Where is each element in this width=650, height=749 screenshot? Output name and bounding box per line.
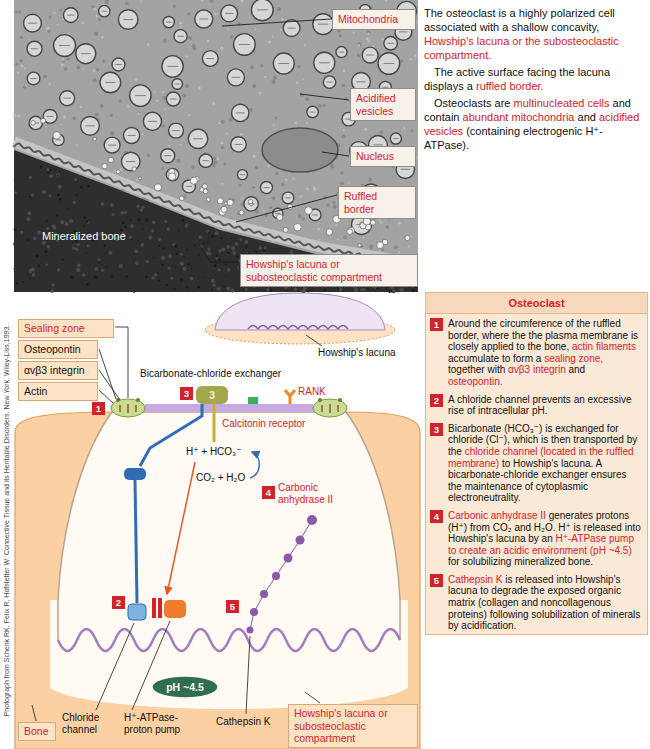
callout-number: 3: [430, 423, 443, 436]
description-run: abundant mitochondria: [463, 111, 575, 123]
molecule-label: Bicarbonate-chloride exchanger: [140, 368, 281, 380]
list-item: 1 Around the circumference of the ruffled…: [426, 314, 647, 390]
compartment-label: Howship's lacuna: [318, 347, 396, 359]
node-text: Ruffled border: [344, 190, 410, 215]
explanation-text: actin filaments: [572, 341, 636, 352]
explanation-text: accumulate to form a: [448, 353, 541, 364]
item-body: Cathepsin K is released into Howship's l…: [448, 574, 641, 632]
item-body: Bicarbonate (HCO₃⁻) is exchanged for chl…: [448, 423, 641, 504]
list-item: 5 Cathepsin K is released into Howship's …: [426, 570, 647, 634]
structure-label: Ruffled border: [338, 186, 416, 219]
explanation-text: sealing zone,: [544, 353, 603, 364]
node-text: Osteopontin: [24, 343, 92, 356]
callout-number: 1: [430, 318, 443, 331]
chemical-formula: H⁺ + HCO₃⁻: [186, 446, 241, 458]
tissue-label: Mineralized bone: [42, 230, 126, 243]
node-text: αvβ3 integrin: [24, 364, 92, 377]
node-text: Actin: [24, 385, 92, 398]
chemical-formula: CO₂ + H₂O: [196, 472, 245, 484]
cell-inset: [205, 293, 395, 346]
description-run: Osteoclasts are: [434, 97, 510, 109]
paragraph: Osteoclasts are multinucleated cells and…: [424, 96, 646, 152]
molecule-label: αvβ3 integrin: [18, 361, 98, 380]
description-run: The osteoclast is a highly polarized cel…: [424, 7, 615, 33]
molecule-label: Osteopontin: [18, 340, 98, 359]
callout-number: 3: [180, 387, 193, 400]
compartment-label: Howship's lacuna or subosteoclastic comp…: [288, 704, 418, 748]
item-body: Carbonic anhydrase II generates protons …: [448, 510, 641, 568]
explanation-text: for solubilizing mineralized bone.: [448, 556, 593, 567]
tissue-label: Bone: [18, 722, 56, 741]
node-text: Howship's lacuna or subosteoclastic comp…: [294, 707, 412, 745]
callout-number: 4: [262, 486, 275, 499]
electron-micrograph: [13, 0, 418, 293]
callout-number: 2: [112, 596, 125, 609]
panel-heading: Osteoclast: [508, 297, 564, 309]
explanation-text: αvβ3 integrin: [508, 364, 566, 375]
explanation-text: Carbonic anhydrase II: [448, 510, 546, 521]
node-text: Nucleus: [356, 150, 410, 163]
paragraph: The active surface facing the lacuna dis…: [424, 65, 646, 93]
receptor-label: RANK: [298, 386, 326, 398]
explanation-text: Cathepsin K: [448, 574, 502, 585]
compartment-label: Howship's lacuna or subosteoclastic comp…: [240, 254, 418, 287]
item-body: Around the circumference of the ruffled …: [448, 318, 641, 388]
callout-number: 2: [430, 394, 443, 407]
structure-label: Acidified vesicles: [350, 88, 416, 121]
node-text: Howship's lacuna or subosteoclastic comp…: [246, 258, 412, 283]
structure-label: Mitochondria: [332, 9, 416, 30]
bone-and-cell: [15, 386, 420, 749]
node-text: Mitochondria: [338, 13, 410, 26]
structure-label: Nucleus: [350, 146, 416, 167]
item-body: A chloride channel prevents an excessive…: [448, 394, 641, 417]
micrograph-leaders: [200, 19, 349, 262]
node-text: Sealing zone: [24, 322, 108, 335]
explanation-panel: Osteoclast 1 Around the circumference of t…: [425, 292, 648, 635]
receptor-label: Calcitonin receptor: [222, 418, 305, 430]
node-text: Acidified vesicles: [356, 92, 410, 117]
node-text: pH ~4.5: [156, 681, 214, 693]
enzyme-label: Carbonic anhydrase II: [278, 482, 342, 506]
callout-number: 4: [430, 510, 443, 523]
part-label: Chloride channel: [62, 712, 118, 736]
molecule-label: Actin: [18, 382, 98, 401]
ph-ellipse: pH ~4.5: [152, 676, 218, 698]
paragraph: The osteoclast is a highly polarized cel…: [424, 6, 646, 62]
description-text: The osteoclast is a highly polarized cel…: [424, 6, 646, 155]
description-run: multinucleated cells: [513, 97, 609, 109]
node-text: Bone: [24, 725, 50, 738]
callout-number: 5: [430, 574, 443, 587]
description-run: ruffled border.: [476, 80, 544, 92]
callout-number: 3: [196, 387, 228, 403]
photo-credit: Photograph from Schenk RK, Felix R, Hofs…: [2, 324, 11, 716]
structure-label: Sealing zone: [18, 319, 114, 338]
explanation-text: and: [569, 364, 586, 375]
explanation-text: A chloride channel prevents an excessive…: [448, 394, 631, 417]
callout-number: 5: [226, 600, 239, 613]
list-item: 4 Carbonic anhydrase II generates protons…: [426, 506, 647, 570]
description-run: and: [578, 111, 596, 123]
explanation-text: osteopontin.: [448, 376, 503, 387]
list-item: 3 Bicarbonate (HCO₃⁻) is exchanged for ch…: [426, 419, 647, 506]
list-item: 2 A chloride channel prevents an excessiv…: [426, 390, 647, 419]
part-label: Cathepsin K: [216, 716, 270, 728]
explanation-text: together with: [448, 364, 505, 375]
panel-header: Osteoclast: [426, 293, 647, 314]
callout-number: 1: [92, 402, 105, 415]
part-label: H⁺-ATPase- proton pump: [124, 712, 196, 736]
description-run: Howship's lacuna or the subosteoclastic …: [424, 35, 619, 61]
